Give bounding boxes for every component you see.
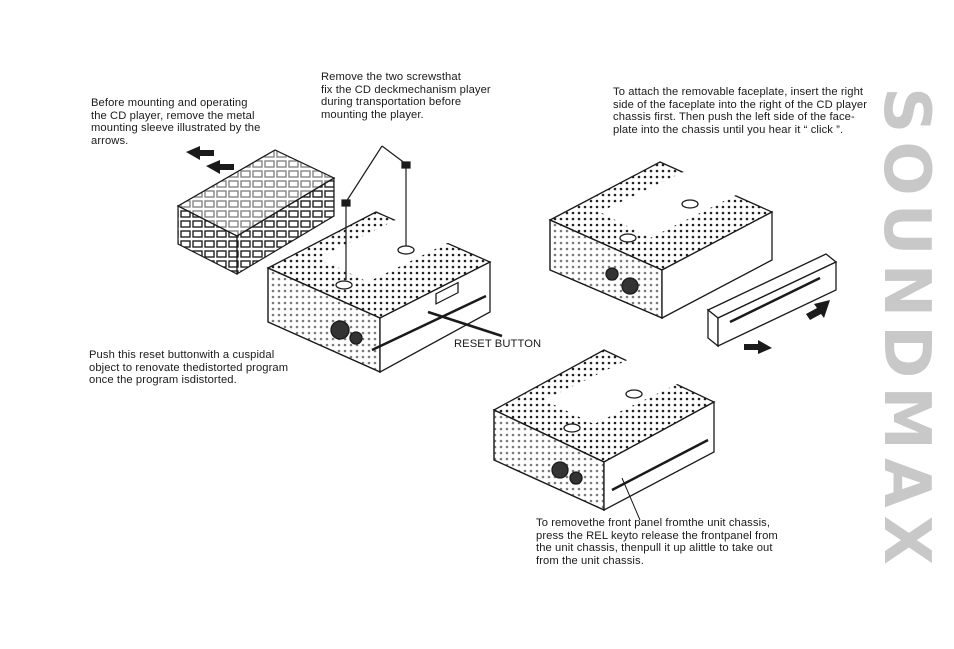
note-attach-faceplate: To attach the removable faceplate, inser… — [613, 86, 868, 136]
reset-button-label: RESET BUTTON — [454, 338, 542, 350]
removal-arrows — [186, 146, 234, 174]
cd-player-chassis-left — [266, 208, 492, 374]
brand-logo: SOUNDMAX — [858, 50, 954, 610]
cd-player-chassis-right — [548, 161, 774, 320]
note-transport-screws: Remove the two screwsthat fix the CD dec… — [321, 71, 491, 121]
transport-screws — [341, 145, 411, 280]
removable-faceplate — [706, 253, 838, 348]
note-mounting-sleeve: Before mounting and operating the CD pla… — [91, 97, 261, 147]
brand-logo-text: SOUNDMAX — [869, 87, 943, 573]
mounting-sleeve — [176, 149, 336, 276]
faceplate-arrows — [744, 300, 830, 354]
cd-player-chassis-bottom — [492, 349, 716, 521]
note-remove-front-panel: To removethe front panel fromthe unit ch… — [536, 517, 778, 567]
reset-button-pointer — [427, 310, 503, 338]
note-reset-button: Push this reset buttonwith a cuspidal ob… — [89, 349, 289, 387]
